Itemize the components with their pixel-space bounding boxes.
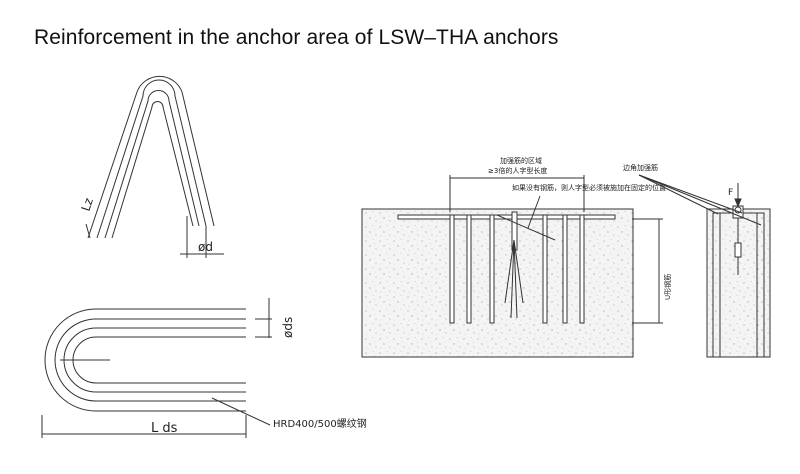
anchor: [496, 211, 556, 319]
u-bar-mid-outer: [54, 318, 246, 402]
edge-leader-3: [638, 174, 762, 226]
page-title: Reinforcement in the anchor area of LSW–…: [34, 26, 559, 49]
depth-label: U形钢筋: [663, 274, 672, 300]
anchor-note: 如果没有钢筋，则人字型必须被施加在固定的位置: [512, 183, 666, 192]
concrete-section: [361, 175, 663, 358]
edge-leader-2: [638, 174, 743, 214]
force-label: F: [728, 188, 733, 198]
vertical-bars: [449, 214, 585, 324]
note-leader: [527, 195, 541, 229]
bent-bar-drawing: [85, 75, 224, 258]
u-bar-drawing: [41, 298, 272, 438]
u-bar-outer: [44, 308, 246, 412]
edge-rebar-label: 边角加强筋: [623, 163, 658, 172]
zone-label-2: ≥3倍的人字型长度: [488, 166, 547, 175]
lz-label: Lz: [79, 196, 96, 213]
bent-bar-mid1: [96, 79, 207, 239]
bent-bar-outer: [87, 75, 215, 239]
bent-bar-inner: [111, 101, 194, 239]
u-length-label: L ds: [151, 421, 178, 436]
concrete-block: [361, 208, 634, 358]
material-leader: [211, 397, 271, 426]
zone-label-1: 加强筋的区域: [500, 156, 542, 165]
lz-tick: [85, 223, 91, 239]
u-material-label: HRD400/500螺纹钢: [273, 417, 367, 430]
u-diameter-label: øds: [281, 317, 295, 338]
bent-bar-mid2: [104, 90, 200, 239]
edge-leader-1: [638, 174, 719, 215]
bent-diameter-label: ød: [198, 240, 213, 254]
edge-side-view: [638, 174, 771, 358]
